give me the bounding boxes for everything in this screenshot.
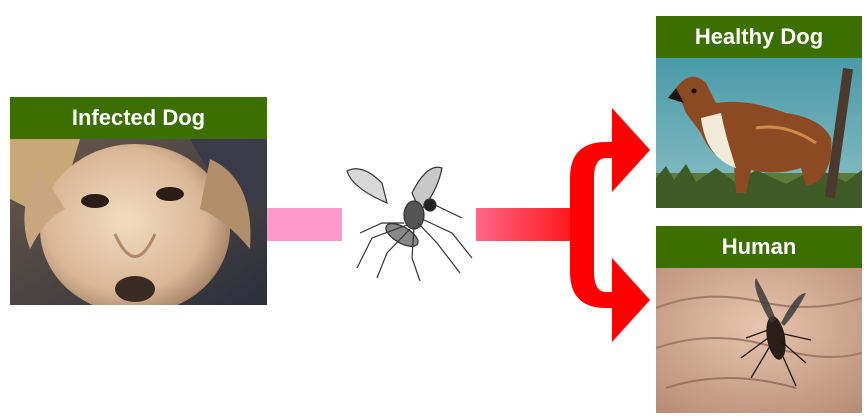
healthy-dog-label: Healthy Dog [656, 16, 862, 58]
infected-dog-label: Infected Dog [10, 97, 267, 139]
sick-dog-photo [10, 139, 267, 305]
human-label: Human [656, 226, 862, 268]
split-arrow [570, 108, 650, 342]
dog-to-fly-connector [266, 208, 342, 241]
sand-fly-on-skin-photo [656, 268, 862, 413]
collie-dog-photo [656, 58, 862, 208]
sand-fly-illustration [342, 163, 476, 281]
fly-to-split-connector [476, 208, 580, 241]
